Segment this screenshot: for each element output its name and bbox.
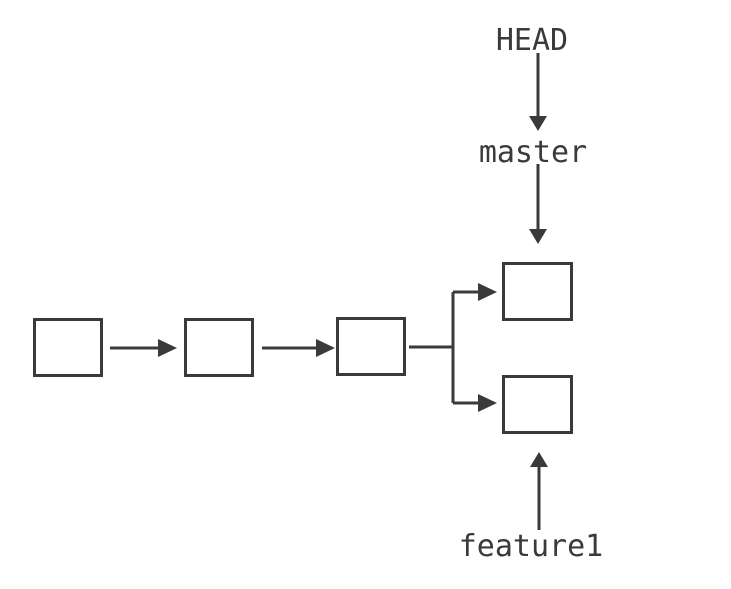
commit-node-1 bbox=[33, 318, 103, 377]
feature1-branch-label: feature1 bbox=[458, 529, 604, 564]
arrowhead-branch-bottom bbox=[478, 394, 497, 412]
arrowhead-feature1-to-commit bbox=[530, 452, 548, 467]
head-label: HEAD bbox=[495, 23, 569, 58]
arrowhead-branch-top bbox=[478, 283, 497, 301]
commit-node-2 bbox=[184, 318, 254, 377]
commit-node-master-tip bbox=[502, 262, 573, 321]
commit-node-3 bbox=[336, 317, 406, 376]
arrowhead-head-to-master bbox=[529, 116, 547, 131]
arrowhead-commit1-commit2 bbox=[158, 339, 177, 357]
arrowhead-master-to-commit bbox=[529, 229, 547, 244]
arrowhead-commit2-commit3 bbox=[316, 339, 335, 357]
branch-elbow-line bbox=[409, 290, 480, 405]
master-branch-label: master bbox=[478, 135, 588, 170]
commit-node-feature1-tip bbox=[502, 375, 573, 434]
